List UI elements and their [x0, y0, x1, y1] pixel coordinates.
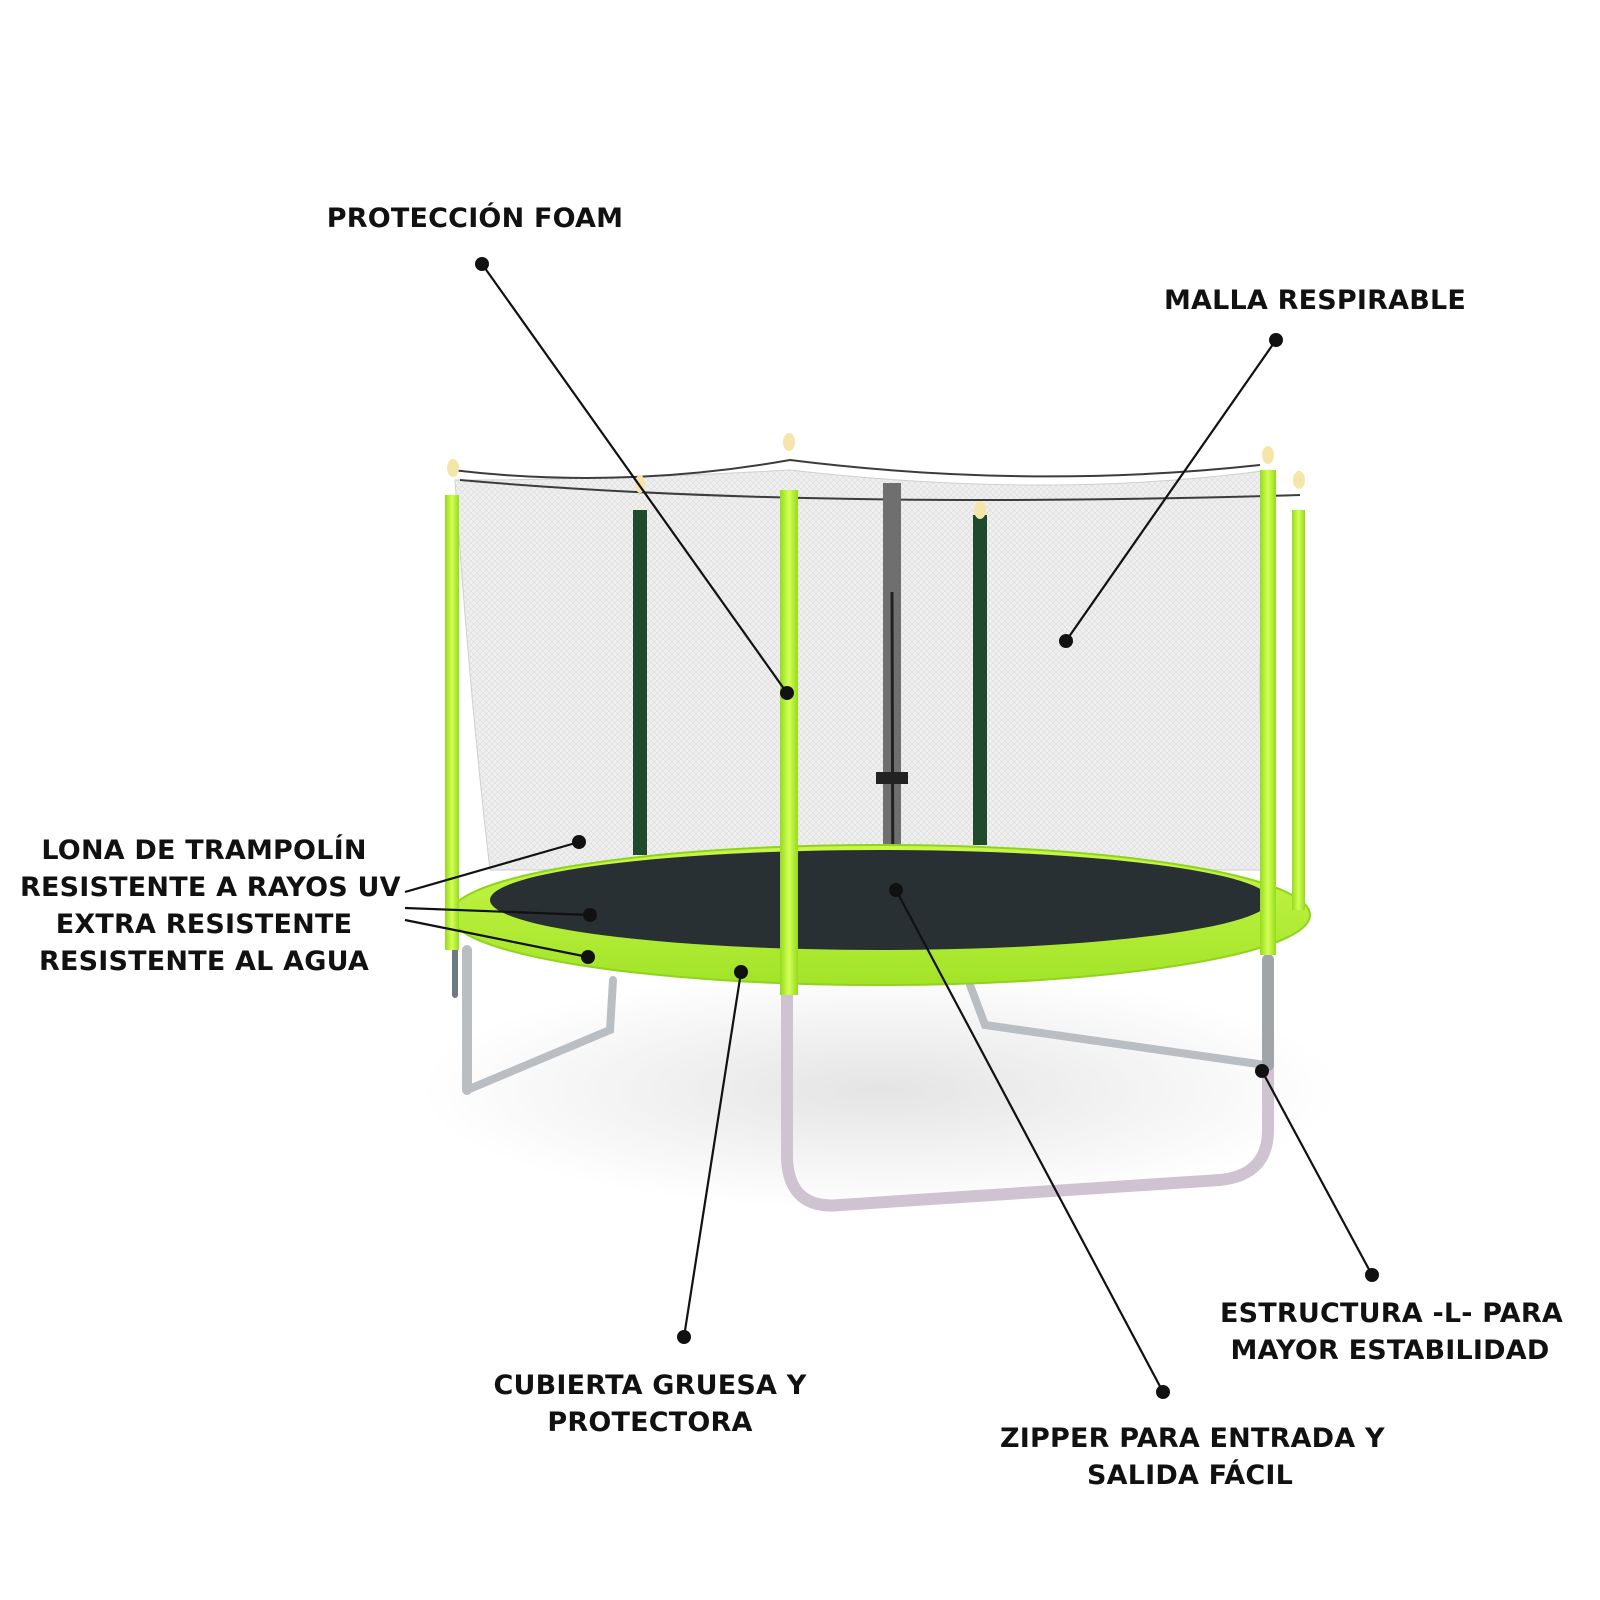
dot-structure-end — [1365, 1268, 1379, 1282]
front-pole — [1292, 510, 1305, 910]
leader-mesh — [1065, 339, 1277, 642]
leader-canvas-1 — [404, 840, 580, 894]
leader-cover — [682, 971, 743, 1338]
net-top-rope-back — [459, 479, 1301, 501]
leader-zipper — [895, 889, 1164, 1393]
dot-mesh — [1059, 634, 1073, 648]
label-thick-cover: CUBIERTA GRUESA Y PROTECTORA — [493, 1370, 807, 1438]
front-pole — [1260, 470, 1276, 955]
pole-cap — [1262, 446, 1274, 464]
front-pole — [780, 490, 798, 995]
dot-structure — [1255, 1064, 1269, 1078]
leader-structure — [1261, 1070, 1373, 1276]
pole-cap — [974, 501, 986, 519]
leader-foam — [481, 263, 788, 694]
dot-mesh-end — [1269, 333, 1283, 347]
pole-cap — [783, 433, 795, 451]
label-foam-protection: PROTECCIÓN FOAM — [326, 203, 624, 234]
pole-cap — [447, 459, 459, 477]
leader-dots — [475, 257, 1379, 1399]
back-pole — [633, 510, 647, 855]
back-pole — [973, 515, 987, 845]
dot-zipper-end — [1156, 1385, 1170, 1399]
steel-frame — [452, 922, 1274, 1212]
net-top-rope — [451, 458, 1261, 479]
leader-canvas-2 — [404, 906, 591, 917]
ground-shadow — [420, 970, 1340, 1210]
label-zipper: ZIPPER PARA ENTRADA Y SALIDA FÁCIL — [1000, 1423, 1385, 1491]
jumping-mat — [490, 850, 1270, 950]
front-pole — [445, 495, 459, 950]
dot-canvas-1 — [572, 835, 586, 849]
dot-foam-end — [475, 257, 489, 271]
leader-lines — [404, 263, 1373, 1393]
pole-cap — [1293, 471, 1305, 489]
label-l-structure: ESTRUCTURA -L- PARA MAYOR ESTABILIDAD — [1220, 1298, 1563, 1366]
label-breathable-mesh: MALLA RESPIRABLE — [1163, 285, 1467, 316]
dot-zipper — [889, 883, 903, 897]
dot-canvas-2 — [583, 908, 597, 922]
dot-cover-end — [677, 1330, 691, 1344]
label-trampoline-canvas: LONA DE TRAMPOLÍN RESISTENTE A RAYOS UV … — [20, 835, 401, 977]
safety-net — [454, 469, 1271, 871]
dot-canvas-3 — [581, 950, 595, 964]
dot-cover — [734, 965, 748, 979]
zipper-buckle — [876, 772, 908, 784]
dot-foam — [780, 686, 794, 700]
leader-canvas-3 — [404, 918, 589, 959]
